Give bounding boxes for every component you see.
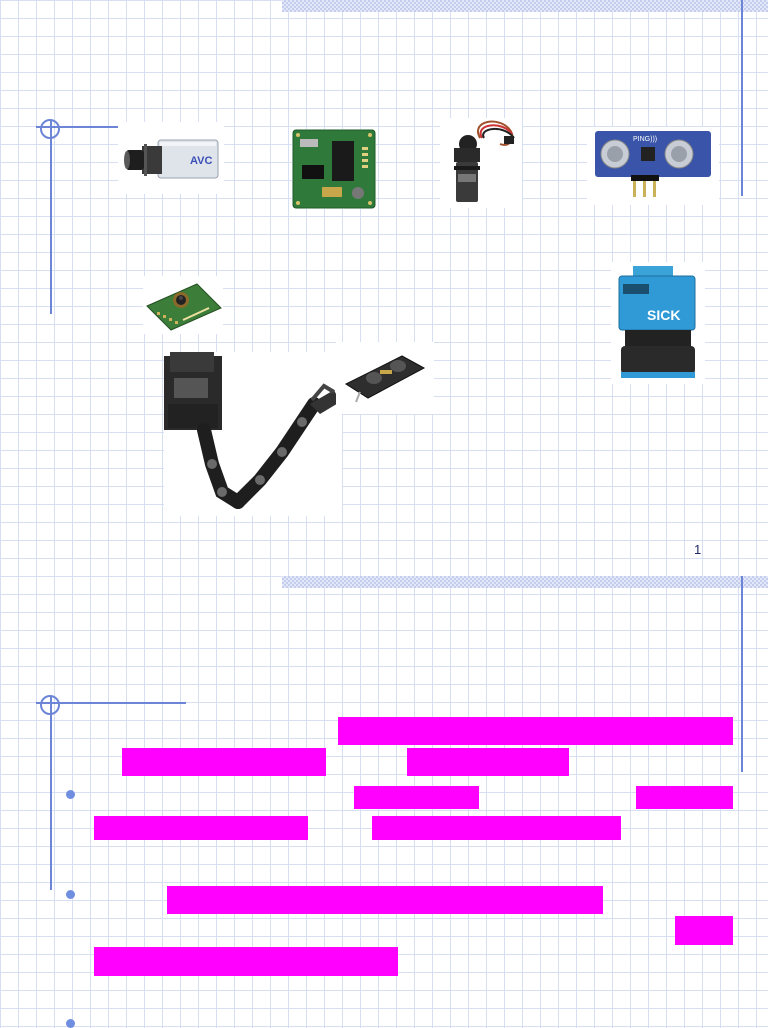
bullet-marker — [66, 790, 75, 799]
redacted-text — [675, 916, 733, 945]
redacted-title-line-2a — [122, 748, 326, 776]
redacted-text — [167, 886, 603, 914]
servo-motor-icon — [440, 118, 522, 208]
svg-text:AVC: AVC — [190, 155, 212, 167]
redacted-title-line-2b — [407, 748, 569, 776]
redacted-text — [94, 816, 308, 840]
header-band — [282, 0, 768, 12]
svg-text:PING))): PING))) — [633, 136, 657, 143]
cctv-camera-icon: AVC — [118, 122, 224, 194]
slide-2 — [0, 576, 768, 1028]
slide-1: AVC — [36, 0, 768, 557]
title-accent-line — [36, 126, 124, 128]
title-accent-line — [36, 702, 186, 704]
redacted-text — [636, 786, 733, 809]
left-accent-line — [50, 696, 52, 890]
left-accent-line — [50, 120, 52, 314]
redacted-text — [354, 786, 479, 809]
accent-circle — [40, 119, 60, 139]
page-number: 1 — [694, 542, 702, 557]
ultrasonic-sensor-icon: PING))) — [587, 127, 719, 205]
right-accent-line — [741, 0, 743, 196]
redacted-title-line-1 — [338, 717, 733, 745]
redacted-text — [372, 816, 621, 840]
accent-circle — [40, 695, 60, 715]
svg-text:SICK: SICK — [647, 307, 680, 323]
camera-module-icon — [143, 276, 223, 334]
laser-scanner-icon: SICK — [611, 262, 705, 384]
redacted-text — [94, 947, 398, 976]
ir-distance-sensor-icon — [336, 342, 434, 414]
bullet-marker — [66, 890, 75, 899]
circuit-board-icon — [292, 129, 376, 209]
robotic-arm-icon — [164, 352, 342, 516]
header-band — [282, 576, 768, 588]
right-accent-line — [741, 576, 743, 772]
